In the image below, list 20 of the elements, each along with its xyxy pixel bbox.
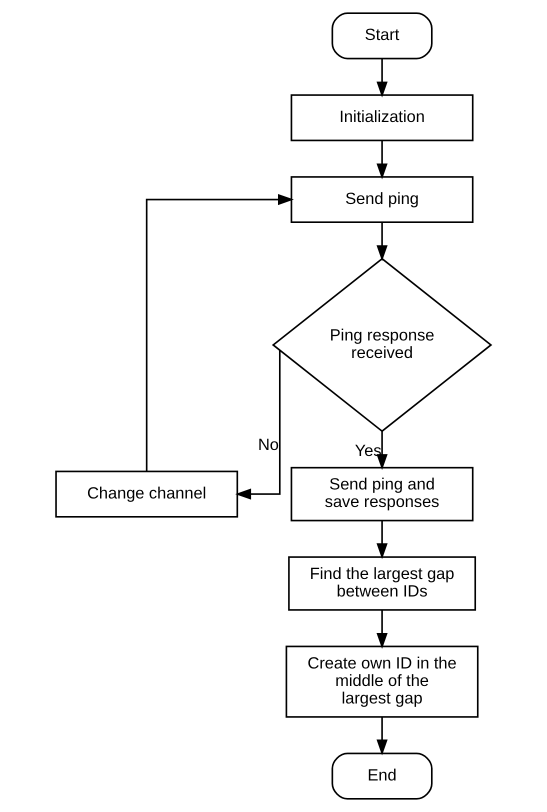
node-box: Send ping — [290, 176, 474, 224]
arrow — [376, 222, 388, 262]
arrow — [376, 431, 388, 470]
node-box: Change channel — [55, 470, 238, 518]
edge-label: Yes — [354, 442, 382, 460]
edge-label: No — [258, 436, 279, 454]
node-box: Start — [332, 12, 433, 60]
node-box: End — [332, 752, 433, 800]
arrow — [376, 610, 388, 649]
node-diamond: Ping response received — [272, 258, 492, 432]
node-box: Send ping and save responses — [290, 466, 474, 522]
node-box: Create own ID in the middle of the largest gap — [286, 646, 479, 718]
arrow — [146, 194, 294, 471]
arrow — [376, 520, 388, 560]
node-box: Find the largest gap between IDs — [288, 556, 476, 611]
arrow — [376, 717, 388, 756]
arrow — [235, 350, 281, 500]
arrow — [376, 140, 388, 180]
node-box: Initialization — [290, 94, 474, 142]
arrow — [376, 58, 388, 98]
